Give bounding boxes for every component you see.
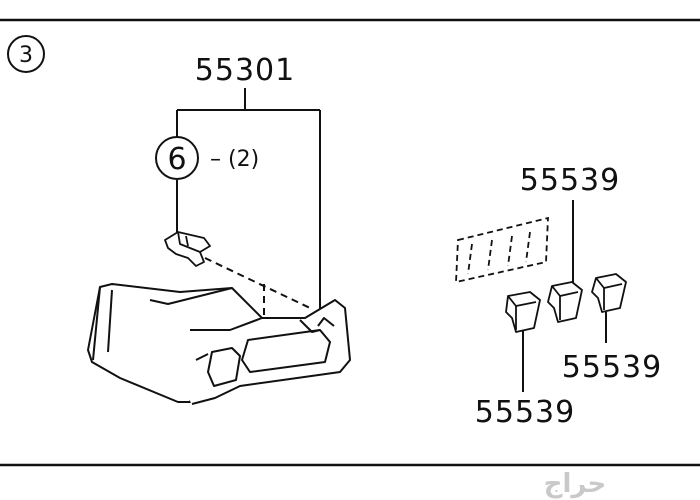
bezel-housing-drawing: [87, 283, 351, 405]
main-part-number: 55301: [195, 53, 295, 88]
clip-leader-lines: [522, 200, 607, 392]
ghost-clip-outline: [455, 216, 549, 284]
clip-part-number-bottom: 55539: [475, 395, 575, 430]
watermark-logo: حراج: [544, 469, 607, 499]
clip-drawing-right: [591, 273, 627, 313]
sub-reference-number: 6: [167, 142, 186, 177]
clip-part-number-right: 55539: [562, 350, 662, 385]
section-badge: 3: [7, 35, 45, 73]
retainer-clip-drawing: [164, 231, 211, 267]
main-leader-lines: [176, 88, 321, 310]
clip-drawing-middle: [547, 281, 583, 323]
clip-drawing-left: [505, 291, 541, 333]
sub-reference-badge: 6: [155, 136, 199, 180]
sub-reference-quantity: – (2): [210, 147, 259, 172]
clip-part-number-top: 55539: [520, 163, 620, 198]
section-number: 3: [19, 43, 33, 68]
